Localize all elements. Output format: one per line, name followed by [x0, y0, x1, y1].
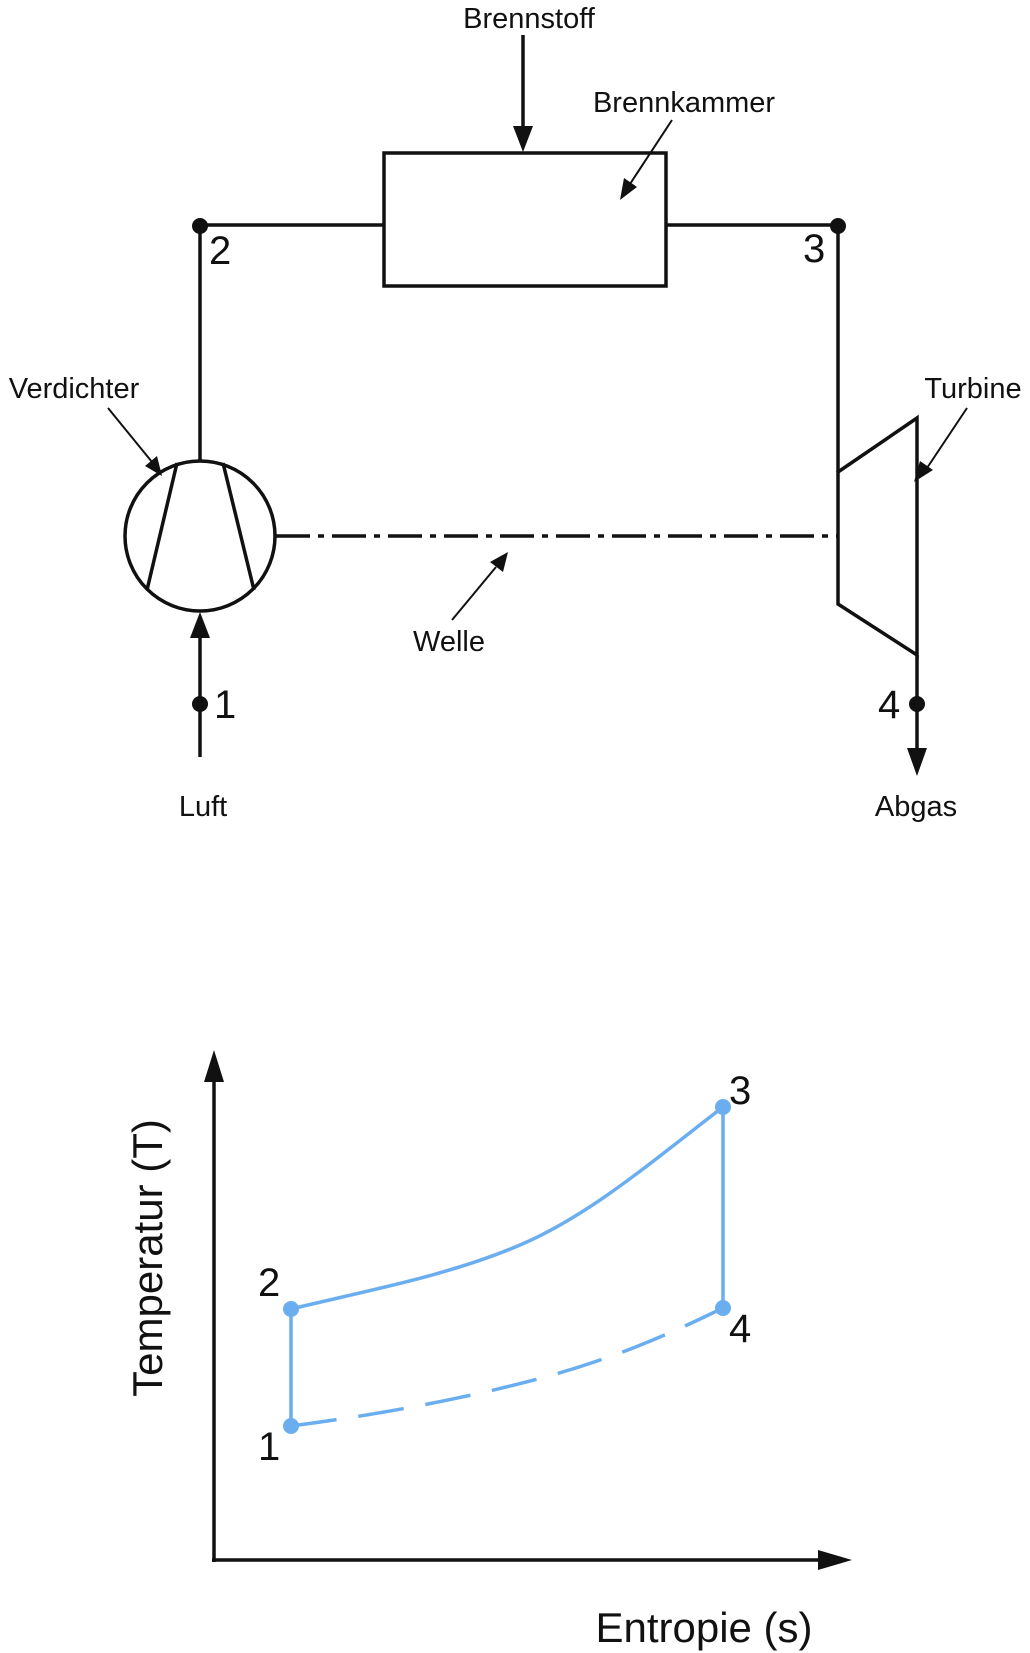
- exhaust-arrow: [907, 655, 927, 776]
- ts-point-2-marker: [283, 1301, 299, 1317]
- process-4-1-heat-rejection: [290, 1306, 724, 1428]
- combustor-leader-arrow: [620, 119, 673, 200]
- turbine-label: Turbine: [924, 373, 1021, 405]
- air-label: Luft: [179, 791, 227, 823]
- state-point-1-marker: [192, 696, 208, 712]
- ts-point-3-marker: [715, 1099, 731, 1115]
- process-2-3-heat-addition: [290, 1105, 725, 1311]
- y-axis-title: Temperatur (T): [124, 1119, 171, 1397]
- state-point-1-label: 1: [214, 683, 236, 727]
- state-point-3-label: 3: [803, 227, 825, 271]
- exhaust-label: Abgas: [875, 791, 957, 823]
- shaft-label: Welle: [413, 626, 485, 658]
- ts-point-3-label: 3: [729, 1069, 751, 1113]
- turbine-symbol: [836, 414, 919, 659]
- combustion-chamber: [382, 151, 668, 288]
- fuel-arrow: [513, 35, 533, 152]
- ts-diagram: Entropie (s) Temperatur (T) 1 2 3 4: [124, 1050, 852, 1651]
- air-inlet-arrow: [190, 612, 210, 757]
- state-point-4-label: 4: [878, 683, 900, 727]
- ts-point-4-label: 4: [729, 1307, 751, 1351]
- state-point-2-marker: [192, 218, 208, 234]
- x-axis-title: Entropie (s): [595, 1604, 812, 1651]
- ts-point-1-marker: [283, 1418, 299, 1434]
- ts-point-1-label: 1: [258, 1425, 280, 1469]
- y-axis: [204, 1050, 224, 1562]
- compressor-leader-arrow: [107, 407, 162, 476]
- compressor-label: Verdichter: [9, 373, 140, 405]
- state-point-3-marker: [830, 218, 846, 234]
- state-point-2-label: 2: [209, 229, 231, 273]
- ts-point-2-label: 2: [258, 1261, 280, 1305]
- state-point-4-marker: [909, 696, 925, 712]
- turbine-leader-arrow: [914, 407, 968, 482]
- combustor-label: Brennkammer: [593, 87, 775, 119]
- shaft-leader-arrow: [451, 552, 508, 621]
- compressor-symbol: [123, 459, 277, 613]
- ts-point-4-marker: [715, 1300, 731, 1316]
- x-axis: [212, 1550, 852, 1570]
- schematic: Brennstoff Brennkammer 2 3 Verdichter We…: [9, 3, 1022, 823]
- fuel-label: Brennstoff: [463, 3, 596, 35]
